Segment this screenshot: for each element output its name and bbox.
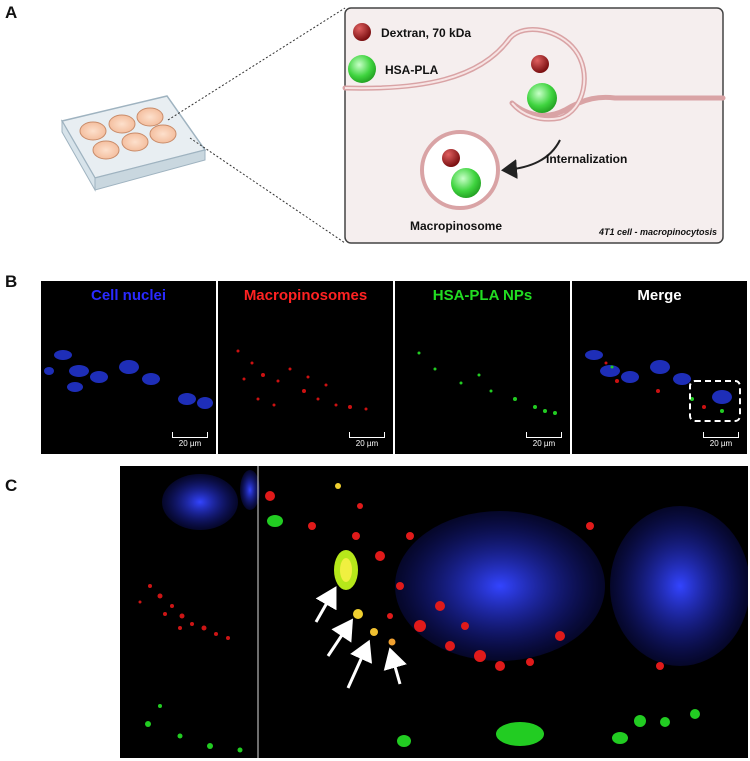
hsa-legend-icon	[348, 55, 376, 83]
well-plate-icon	[60, 95, 207, 192]
cell-box	[344, 7, 724, 244]
internalization-arrow	[501, 139, 561, 180]
hsa-particle	[527, 83, 557, 113]
panel-label-a: A	[5, 3, 18, 22]
panel-label-c: C	[5, 476, 18, 495]
panel-label-b: B	[5, 272, 18, 291]
dextran-particle	[531, 55, 549, 73]
vesicle-label: Macropinosome	[410, 219, 502, 233]
channel-title-macropinosomes: Macropinosomes	[243, 287, 368, 304]
scale-bar: 20 µm	[349, 432, 385, 448]
scale-bar: 20 µm	[172, 432, 208, 448]
micrograph-zoom	[120, 466, 748, 758]
channel-title-merge: Merge	[637, 287, 682, 304]
colocalized-particles	[334, 483, 396, 646]
arrow-label: Internalization	[546, 152, 627, 166]
zoom-region-box	[689, 380, 741, 422]
schematic-panel: Dextran, 70 kDa HSA-PLA Internalization …	[60, 7, 726, 244]
micrograph-merge: Merge 20 µm	[572, 281, 747, 454]
channel-title-nanoparticles: HSA-PLA NPs	[432, 287, 533, 304]
channel-title-nuclei: Cell nuclei	[90, 287, 167, 304]
dextran-legend-icon	[353, 23, 371, 41]
legend-dextran: Dextran, 70 kDa	[381, 26, 471, 40]
micrograph-nuclei: Cell nuclei 20 µm	[41, 281, 216, 454]
schematic-caption: 4T1 cell - macropinocytosis	[598, 227, 717, 237]
colocalization-arrows	[314, 586, 407, 689]
micrograph-nanoparticles: HSA-PLA NPs 20 µm	[395, 281, 570, 454]
micrograph-macropinosomes: Macropinosomes 20 µm	[218, 281, 393, 454]
scale-bar: 20 µm	[703, 432, 739, 448]
legend-hsa: HSA-PLA	[385, 63, 439, 77]
scale-bar: 20 µm	[526, 432, 562, 448]
